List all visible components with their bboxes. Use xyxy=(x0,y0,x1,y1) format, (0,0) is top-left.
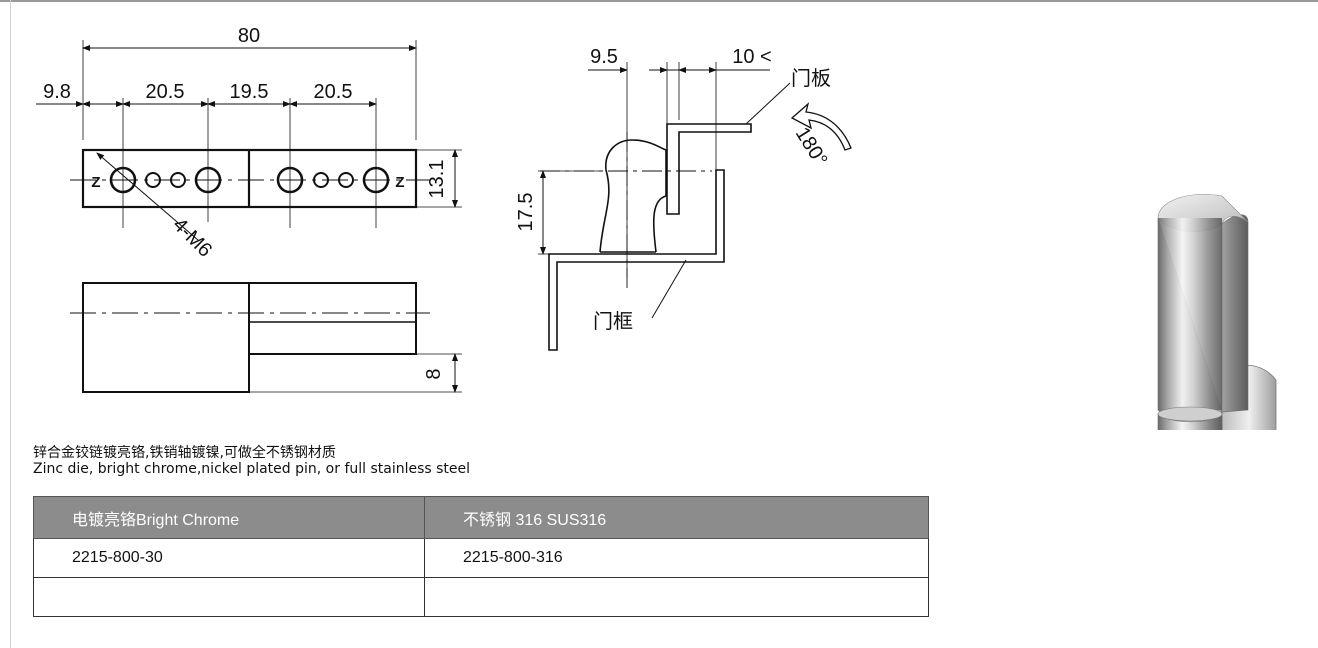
table-row: 2215-800-30 2215-800-316 xyxy=(33,538,929,578)
top-border xyxy=(0,0,1318,2)
label-door-panel: 门板 xyxy=(791,67,831,90)
dim-section-height: 17.5 xyxy=(515,193,537,232)
table-header-row: 电镀亮铬Bright Chrome 不锈钢 316 SUS316 xyxy=(33,496,929,539)
dim-height: 13.1 xyxy=(426,160,448,199)
model-table: 电镀亮铬Bright Chrome 不锈钢 316 SUS316 2215-80… xyxy=(33,496,929,617)
dim-width-a: 9.5 xyxy=(590,46,618,68)
dim-thickness: 8 xyxy=(423,368,445,379)
hole-callout: 4-M6 xyxy=(168,214,216,262)
rotation-angle: 180° xyxy=(791,123,832,170)
table-row xyxy=(33,577,929,617)
front-view-labels: 80 9.8 20.5 19.5 20.5 13.1 4-M6 Z Z xyxy=(43,25,448,262)
cell-model-chrome: 2215-800-30 xyxy=(33,538,425,578)
label-door-frame: 门框 xyxy=(593,310,633,333)
header-bright-chrome: 电镀亮铬Bright Chrome xyxy=(33,496,425,539)
cell-empty xyxy=(33,577,425,617)
cell-empty xyxy=(424,577,929,617)
side-view xyxy=(70,282,462,393)
front-view xyxy=(36,40,462,241)
dim-segment-1: 20.5 xyxy=(146,81,185,103)
cell-model-stainless: 2215-800-316 xyxy=(424,538,929,578)
dim-width-b: 10 < xyxy=(732,46,771,68)
header-stainless-316: 不锈钢 316 SUS316 xyxy=(424,496,929,539)
material-description-en: Zinc die, bright chrome,nickel plated pi… xyxy=(33,461,471,477)
mark-z-right: Z xyxy=(395,174,404,191)
hinge-product-image xyxy=(1157,193,1277,430)
dim-segment-2: 19.5 xyxy=(230,81,269,103)
technical-drawing: 80 9.8 20.5 19.5 20.5 13.1 4-M6 Z Z 8 xyxy=(36,25,1277,430)
material-description-cn: 锌合金铰链镀亮铬,铁销轴镀镍,可做全不锈钢材质 xyxy=(33,445,336,461)
dim-overall-length: 80 xyxy=(238,25,260,47)
dim-segment-3: 20.5 xyxy=(314,81,353,103)
section-view xyxy=(538,62,852,351)
left-border xyxy=(10,0,11,648)
mark-z-left: Z xyxy=(91,174,100,191)
dim-left-offset: 9.8 xyxy=(43,81,71,103)
